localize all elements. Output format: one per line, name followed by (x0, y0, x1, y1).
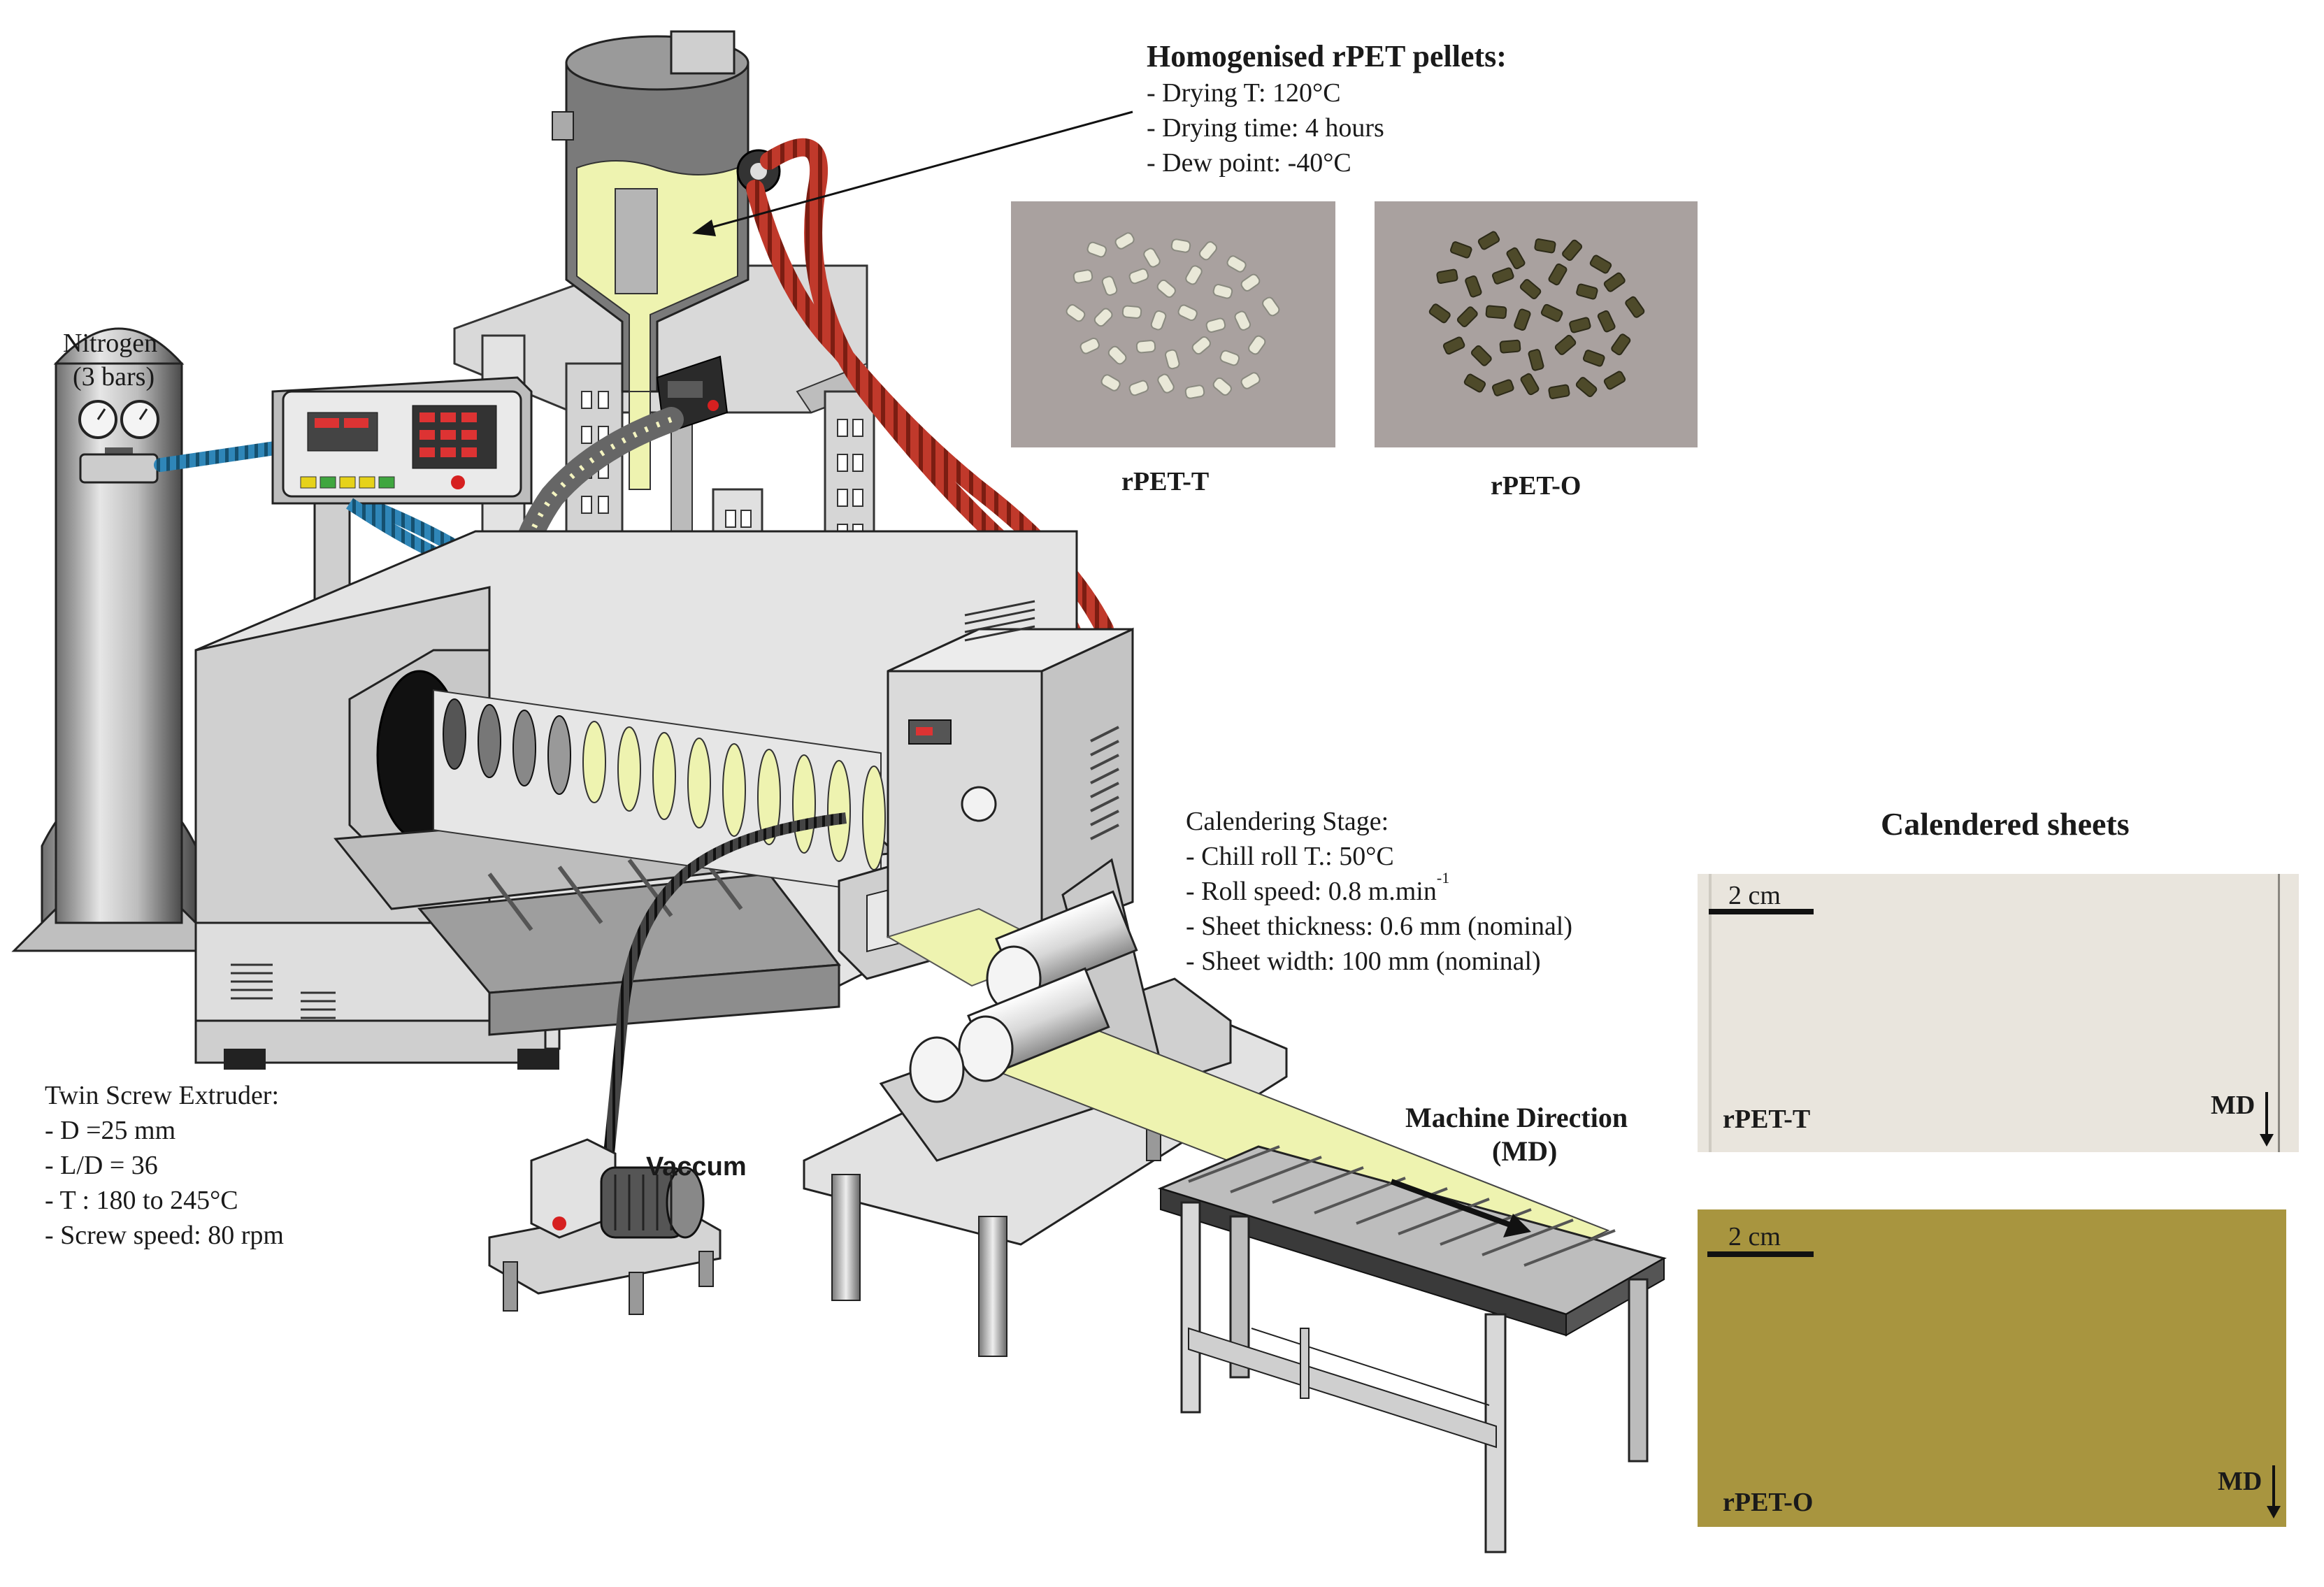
twin-screws (443, 698, 886, 870)
rpet-o-sheet-photo: 2 cm rPET-O MD (1698, 1209, 2286, 1527)
drying-temperature: - Drying T: 120°C (1147, 78, 1341, 108)
rpet-t-pellet-photo (1011, 201, 1335, 447)
machine-direction-abbrev: (MD) (1492, 1135, 1558, 1167)
pellets-heading: Homogenised rPET pellets: (1147, 39, 1507, 73)
scale-bar (1709, 909, 1814, 914)
pellet-pointer-arrow (692, 110, 1133, 236)
extruder-spec-list: Twin Screw Extruder: - D =25 mm - L/D = … (45, 1078, 284, 1253)
sheet-edge-line (2278, 874, 2280, 1152)
olive-pellets-image (1428, 231, 1645, 399)
extruder-diameter: - D =25 mm (45, 1116, 176, 1145)
scale-bar (1707, 1251, 1814, 1257)
sheet-name-label: rPET-O (1723, 1488, 1814, 1517)
roll-speed: - Roll speed: 0.8 m.min-1 (1186, 870, 1572, 909)
sheet-edge-line (1709, 874, 1712, 1152)
md-arrow-icon (2272, 1465, 2275, 1509)
rpet-o-pellet-label: rPET-O (1491, 471, 1581, 501)
vacuum-label: Vaccum (646, 1152, 747, 1182)
extruder-heading: Twin Screw Extruder: (45, 1081, 280, 1110)
md-label: MD (2218, 1467, 2262, 1496)
extruder-screw-speed: - Screw speed: 80 rpm (45, 1221, 284, 1250)
sheet-thickness: - Sheet thickness: 0.6 mm (nominal) (1186, 912, 1573, 941)
calender-rolls (909, 890, 1138, 1103)
sheet-width: - Sheet width: 100 mm (nominal) (1186, 947, 1541, 976)
dryer-hopper (552, 30, 781, 490)
md-arrowhead-icon (2267, 1506, 2281, 1518)
scale-bar-label: 2 cm (1728, 881, 1781, 910)
pellets-spec-list: - Drying T: 120°C - Drying time: 4 hours… (1147, 76, 1384, 180)
rpet-t-pellet-label: rPET-T (1121, 467, 1210, 496)
sheets-heading: Calendered sheets (1881, 806, 2130, 842)
chill-roll-temperature: - Chill roll T.: 50°C (1186, 842, 1394, 871)
dew-point: - Dew point: -40°C (1147, 148, 1351, 178)
rpet-o-pellet-photo (1375, 201, 1698, 447)
calendering-heading: Calendering Stage: (1186, 807, 1389, 836)
md-arrowhead-icon (2260, 1134, 2274, 1147)
extruder-length-ratio: - L/D = 36 (45, 1151, 158, 1180)
md-direction-arrow (1390, 1179, 1531, 1237)
vacuum-pump (488, 812, 847, 1315)
extruder-temperature: - T : 180 to 245°C (45, 1186, 238, 1215)
roller-conveyor (1157, 1145, 1667, 1553)
sheet-name-label: rPET-T (1723, 1105, 1811, 1134)
nitrogen-label: Nitrogen (63, 329, 158, 358)
drying-time: - Drying time: 4 hours (1147, 113, 1384, 143)
md-arrow-icon (2265, 1092, 2268, 1137)
calendering-spec-list: Calendering Stage: - Chill roll T.: 50°C… (1186, 804, 1572, 979)
rpet-t-sheet-photo: 2 cm rPET-T MD (1698, 874, 2299, 1152)
nitrogen-pressure-label: (3 bars) (73, 362, 155, 392)
nitrogen-cylinder (11, 327, 227, 952)
roll-speed-value: - Roll speed: 0.8 m.min (1186, 877, 1437, 906)
clear-pellets-image (1066, 232, 1280, 399)
roll-speed-exponent: -1 (1436, 869, 1450, 886)
md-label: MD (2211, 1091, 2255, 1120)
scale-bar-label: 2 cm (1728, 1222, 1781, 1251)
machine-direction-label: Machine Direction (1405, 1102, 1628, 1133)
